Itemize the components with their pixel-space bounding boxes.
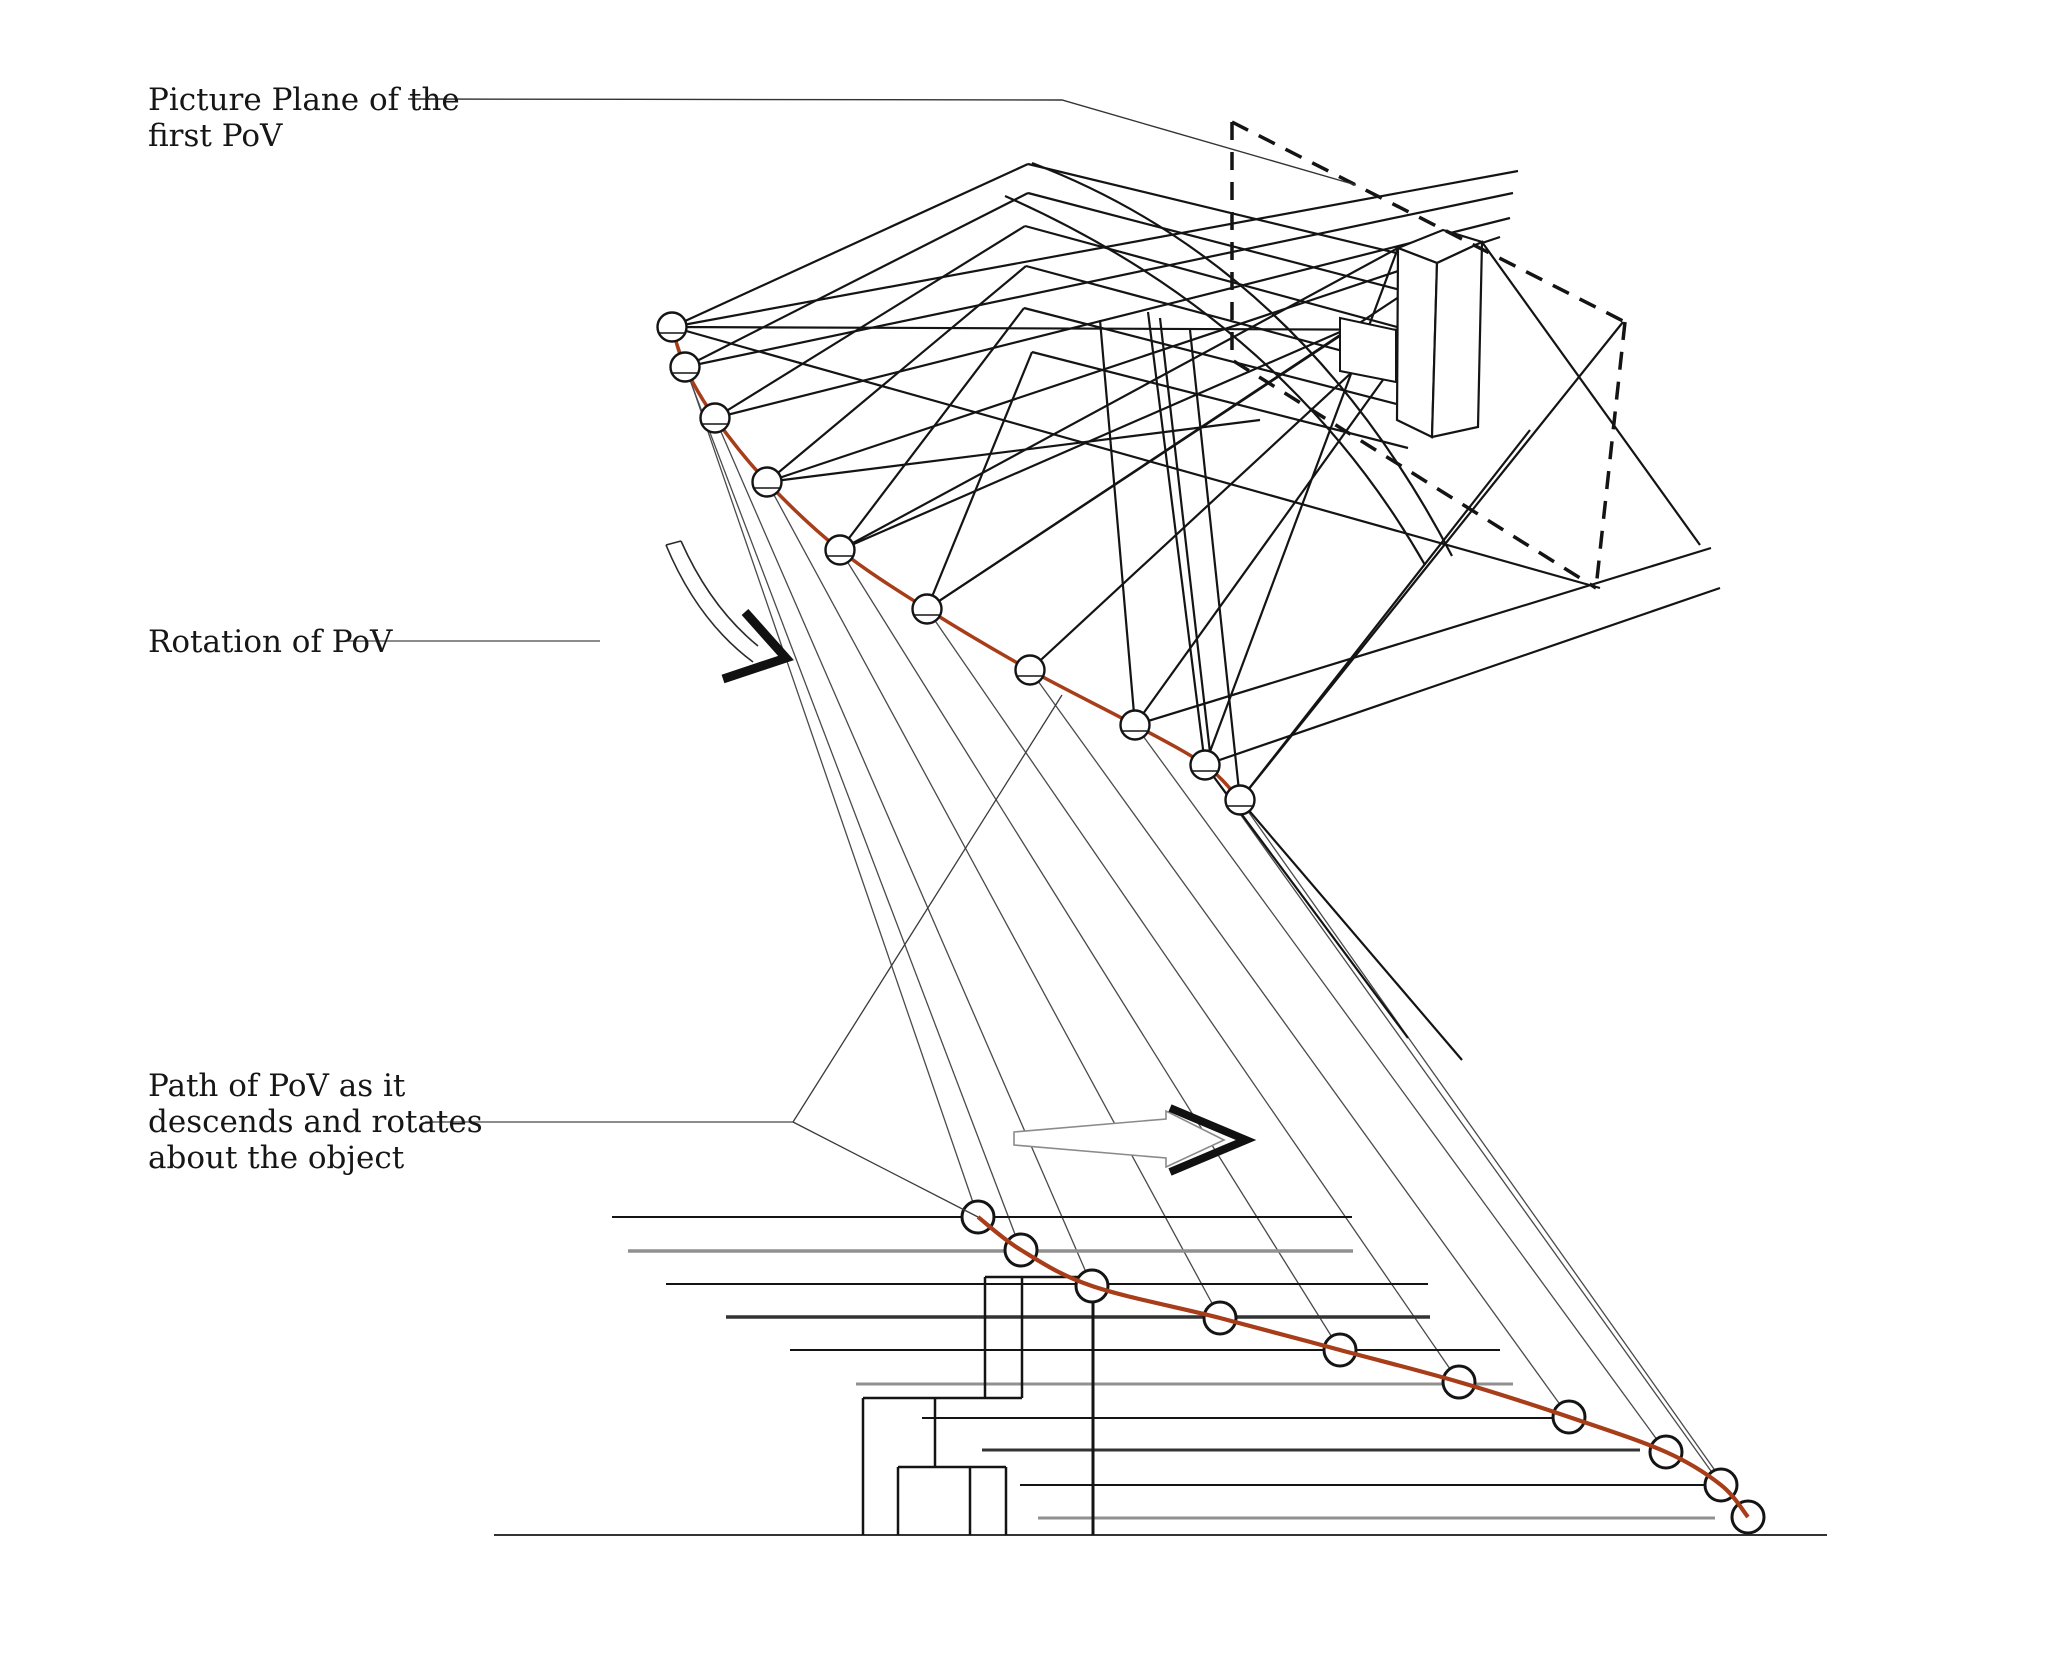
object-boxes <box>1339 228 1486 439</box>
upper-pov-point <box>1119 709 1151 741</box>
translation-arrow-head <box>1168 1104 1257 1176</box>
upper-pov-point <box>751 466 783 498</box>
sight-line <box>839 247 1399 551</box>
direction-arrows <box>665 540 1257 1176</box>
upper-pov-point <box>824 534 856 566</box>
projection-line <box>714 417 1093 1287</box>
projection-line <box>684 366 1022 1251</box>
sight-line <box>839 307 1025 551</box>
projection-lines <box>671 326 1749 1518</box>
rotation-arrow-outline <box>680 540 759 647</box>
picture-plane-dashed <box>1230 120 1627 590</box>
upper-pov-point <box>1224 784 1256 816</box>
sight-line <box>1239 429 1531 801</box>
sight-line <box>1239 799 1463 1061</box>
sight-line <box>1134 546 1712 727</box>
rotation-label: Rotation of PoV <box>148 624 393 660</box>
label-leader-lines <box>345 98 1357 1218</box>
sight-line <box>671 162 1029 329</box>
lower-plan-elevation <box>494 1199 1827 1536</box>
sight-line <box>1481 241 1701 546</box>
upper-pov-point <box>1189 749 1221 781</box>
sight-line <box>671 325 1456 332</box>
sight-line <box>684 191 1514 369</box>
projection-line <box>1239 799 1749 1518</box>
pov-descent-path-lower <box>976 1215 1750 1519</box>
upper-pov-point <box>1014 654 1046 686</box>
sight-line <box>1204 586 1721 767</box>
picture-plane-leader <box>407 98 1357 186</box>
sight-line <box>1027 191 1459 307</box>
rotation-arrow-outline <box>665 544 754 663</box>
path-leader-branch <box>792 1121 979 1218</box>
envelope-arc <box>1031 161 1453 557</box>
picture-plane-edge <box>1594 321 1627 589</box>
sight-line <box>766 265 1027 483</box>
sight-line <box>1158 317 1214 771</box>
path-leader-branch <box>792 694 1063 1123</box>
projection-line <box>1029 669 1570 1418</box>
sight-line <box>1146 311 1207 766</box>
sight-line <box>1024 224 1446 342</box>
sight-line-fan <box>671 162 1721 1061</box>
envelope-arcs <box>1004 161 1453 566</box>
translation-arrow-shaft <box>1013 1109 1226 1169</box>
sight-line <box>714 216 1511 420</box>
sight-line <box>684 192 1029 368</box>
picture-plane-edge <box>1231 120 1626 324</box>
picture-plane-label: Picture Plane of the first PoV <box>148 82 470 154</box>
picture-plane-edge <box>1230 122 1597 590</box>
sight-line <box>925 351 1034 610</box>
upper-pov-chain <box>656 311 1256 816</box>
object-box-face <box>1395 246 1439 439</box>
upper-pov-point <box>656 311 688 343</box>
envelope-arc <box>1004 194 1426 566</box>
object-box-face <box>1430 240 1484 439</box>
upper-pov-point <box>699 402 731 434</box>
sight-line <box>1098 319 1137 726</box>
projection-line <box>839 549 1341 1351</box>
projection-line <box>1134 724 1667 1453</box>
upper-pov-point <box>669 351 701 383</box>
sight-line <box>714 225 1026 419</box>
projection-line <box>1204 764 1722 1486</box>
rotation-arrow-head <box>721 609 794 684</box>
projection-line <box>671 326 979 1218</box>
projection-line <box>926 608 1460 1383</box>
sight-line <box>766 418 1261 484</box>
sight-line <box>766 235 1501 484</box>
sight-line <box>1023 306 1421 412</box>
projection-line <box>766 481 1221 1319</box>
path-label: Path of PoV as it descends and rotates a… <box>148 1068 493 1176</box>
sight-line <box>926 241 1483 610</box>
rotation-arrow-tail <box>665 540 682 546</box>
upper-pov-point <box>911 593 943 625</box>
small-box-face <box>1339 316 1397 384</box>
sight-line <box>1188 329 1242 801</box>
